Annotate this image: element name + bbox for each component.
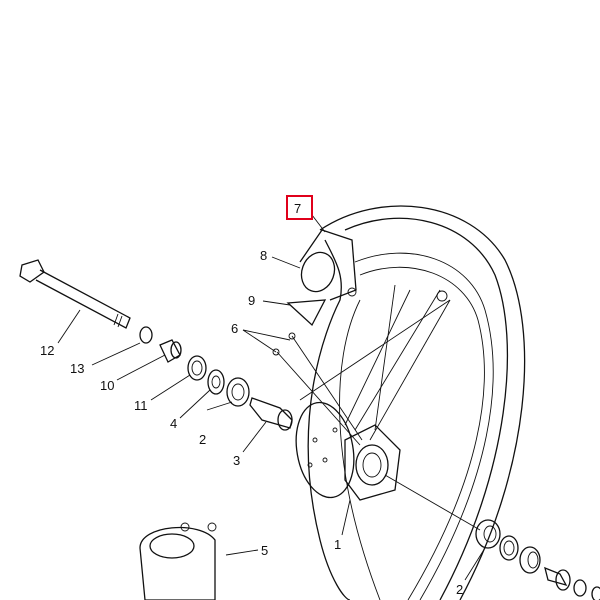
callout-7[interactable]: 7: [294, 201, 301, 216]
callout-11[interactable]: 11: [134, 398, 148, 413]
tube-part: [286, 229, 357, 327]
right-spacers-bearings: [475, 519, 600, 600]
callout-13[interactable]: 13: [70, 361, 84, 376]
callout-10[interactable]: 10: [100, 378, 114, 393]
callout-1[interactable]: 1: [334, 537, 341, 552]
callout-2[interactable]: 2: [199, 432, 206, 447]
callout-6[interactable]: 6: [231, 321, 238, 336]
callout-4[interactable]: 4: [170, 416, 177, 431]
callout-5[interactable]: 5: [261, 543, 268, 558]
tire: [307, 205, 526, 600]
hub: [295, 401, 401, 501]
callout-9[interactable]: 9: [248, 293, 255, 308]
spokes: [272, 284, 451, 446]
callout-3[interactable]: 3: [233, 453, 240, 468]
leader-lines: [57, 214, 486, 581]
highlight-box: [286, 195, 313, 220]
axle: [19, 259, 131, 329]
callout-12[interactable]: 12: [40, 343, 54, 358]
speedometer-gear: [139, 522, 217, 600]
left-spacers-bearings: [139, 326, 293, 431]
callout-8[interactable]: 8: [260, 248, 267, 263]
callout-2-right[interactable]: 2: [456, 582, 463, 597]
